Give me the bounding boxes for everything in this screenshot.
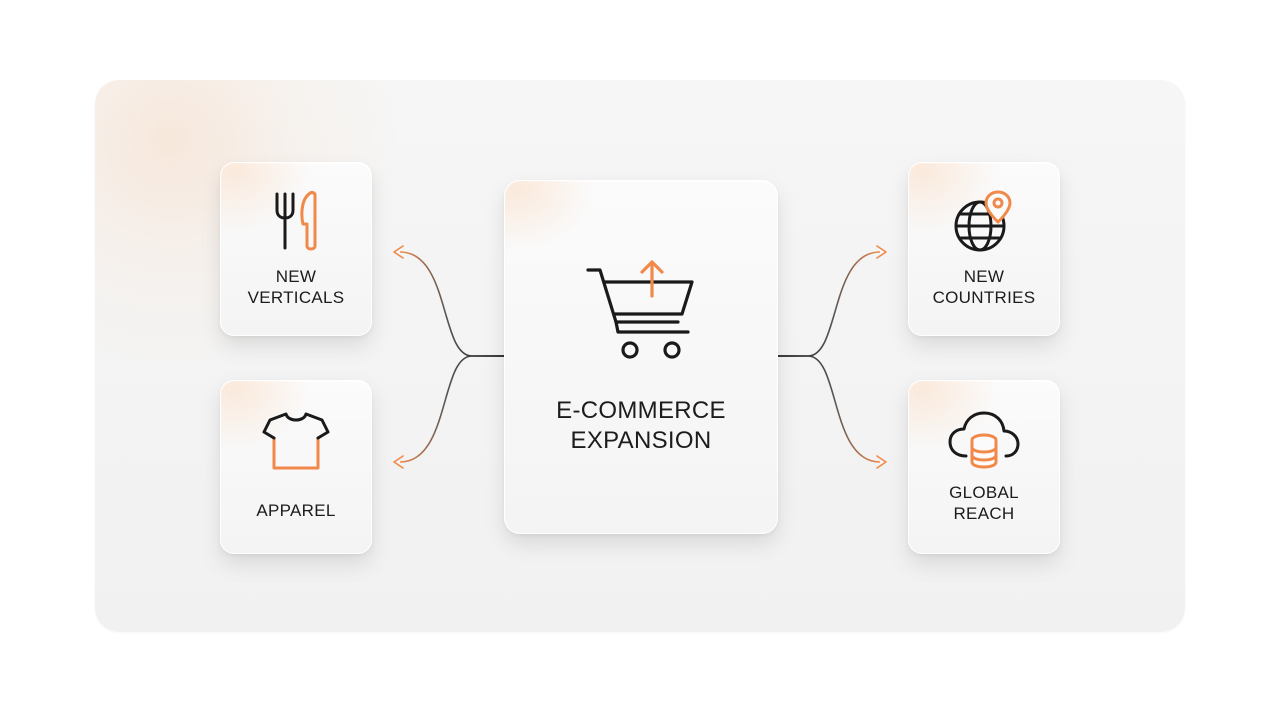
node-label-new-countries: NEW COUNTRIES — [932, 266, 1036, 307]
arrowhead-new-verticals — [393, 245, 404, 259]
connector-to-global-reach — [776, 355, 881, 463]
node-label-apparel: APPAREL — [256, 501, 336, 521]
node-label-global-reach: GLOBAL REACH — [949, 482, 1019, 523]
node-label-new-verticals: NEW VERTICALS — [247, 266, 345, 307]
arrowhead-global-reach — [876, 455, 887, 469]
arrowhead-apparel — [393, 455, 404, 469]
center-label: E-COMMERCE EXPANSION — [556, 397, 726, 454]
t-shirt-icon — [262, 412, 330, 470]
node-card-new-countries: NEW COUNTRIES — [908, 162, 1060, 336]
connector-to-apparel — [399, 355, 504, 463]
arrowhead-new-countries — [876, 245, 887, 259]
node-card-new-verticals: NEW VERTICALS — [220, 162, 372, 336]
cloud-database-icon — [948, 411, 1020, 469]
node-card-global-reach: GLOBAL REACH — [908, 380, 1060, 554]
connector-to-new-verticals — [399, 251, 504, 357]
connector-to-new-countries — [776, 251, 881, 357]
fork-knife-icon — [275, 190, 317, 251]
shopping-cart-upload-icon — [586, 260, 694, 359]
center-card-ecommerce-expansion: E-COMMERCE EXPANSION — [504, 180, 778, 534]
node-card-apparel: APPAREL — [220, 380, 372, 554]
globe-location-pin-icon — [954, 190, 1012, 252]
